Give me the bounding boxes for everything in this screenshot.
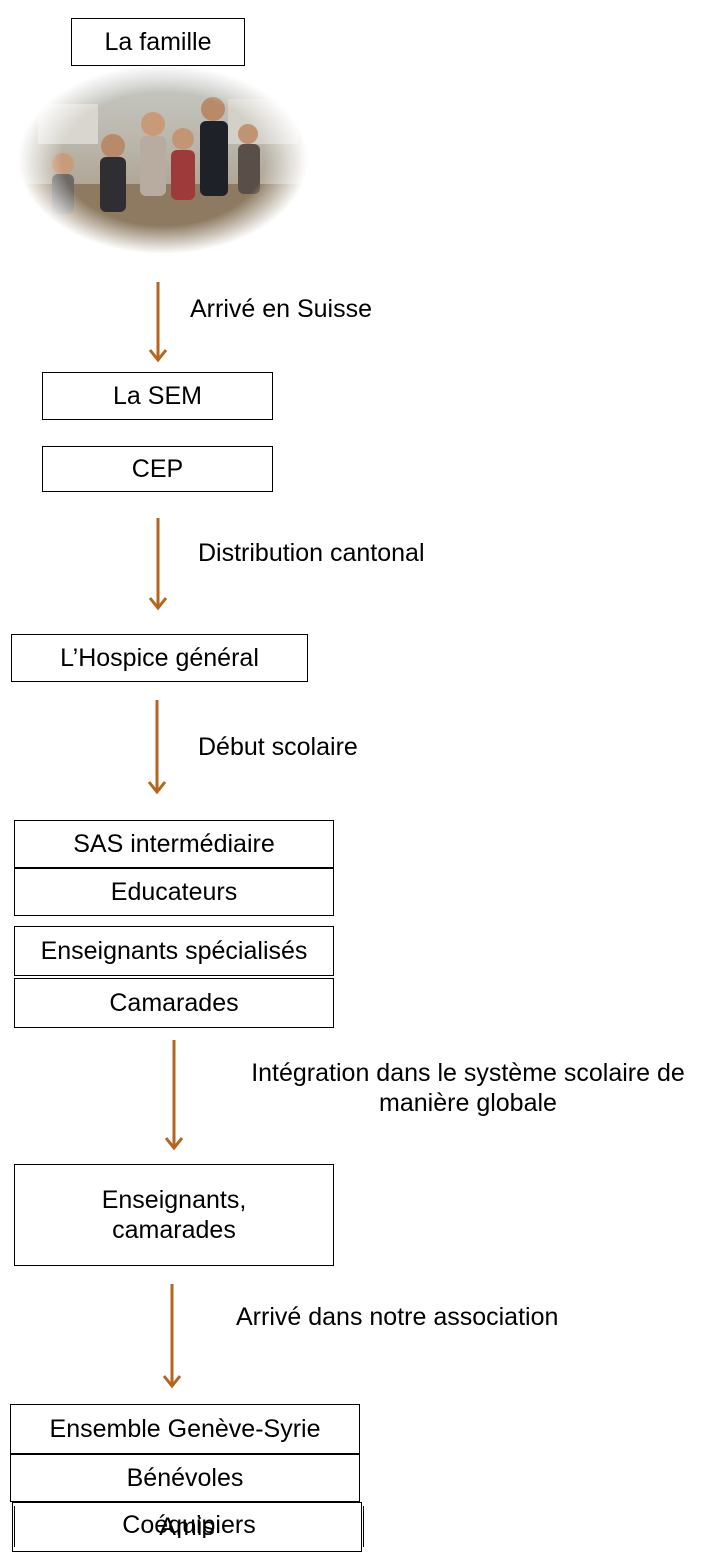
box-association: Ensemble Genève-Syrie [10, 1404, 360, 1454]
box-teachers-classmates-line1: Enseignants, [101, 1186, 247, 1214]
box-teammates-visible: Coéquipiers [14, 1506, 364, 1547]
box-educators: Educateurs [14, 868, 334, 916]
arrow-down-4 [164, 1040, 184, 1151]
box-cep: CEP [42, 446, 273, 492]
box-family: La famille [71, 18, 245, 66]
arrow-down-3 [147, 700, 167, 795]
label-association-arrival: Arrivé dans notre association [236, 1303, 559, 1331]
arrow-down-2 [148, 518, 168, 611]
box-friends: Amis [12, 1502, 362, 1552]
box-teachers-classmates-line2: camarades [112, 1216, 236, 1244]
label-school-start: Début scolaire [198, 733, 358, 761]
box-teammates-label: Coéquipiers [122, 1511, 256, 1539]
children-photo [18, 64, 308, 254]
label-cantonal-distribution: Distribution cantonal [198, 539, 425, 567]
arrow-down-1 [148, 282, 168, 363]
label-integration-line2: manière globale [379, 1089, 557, 1117]
label-integration-line1: Intégration dans le système scolaire de [251, 1059, 685, 1087]
box-classmates: Camarades [14, 978, 334, 1028]
label-integration: Intégration dans le système scolaire de … [218, 1058, 718, 1118]
arrow-down-5 [162, 1284, 182, 1389]
box-teachers-classmates: Enseignants, camarades [14, 1164, 334, 1266]
box-hospice: L’Hospice général [11, 634, 308, 682]
box-sas: SAS intermédiaire [14, 820, 334, 868]
label-arrival-switzerland: Arrivé en Suisse [190, 295, 373, 323]
box-special-teachers: Enseignants spécialisés [14, 926, 334, 976]
box-volunteers: Bénévoles [10, 1454, 360, 1502]
box-sem: La SEM [42, 372, 273, 420]
